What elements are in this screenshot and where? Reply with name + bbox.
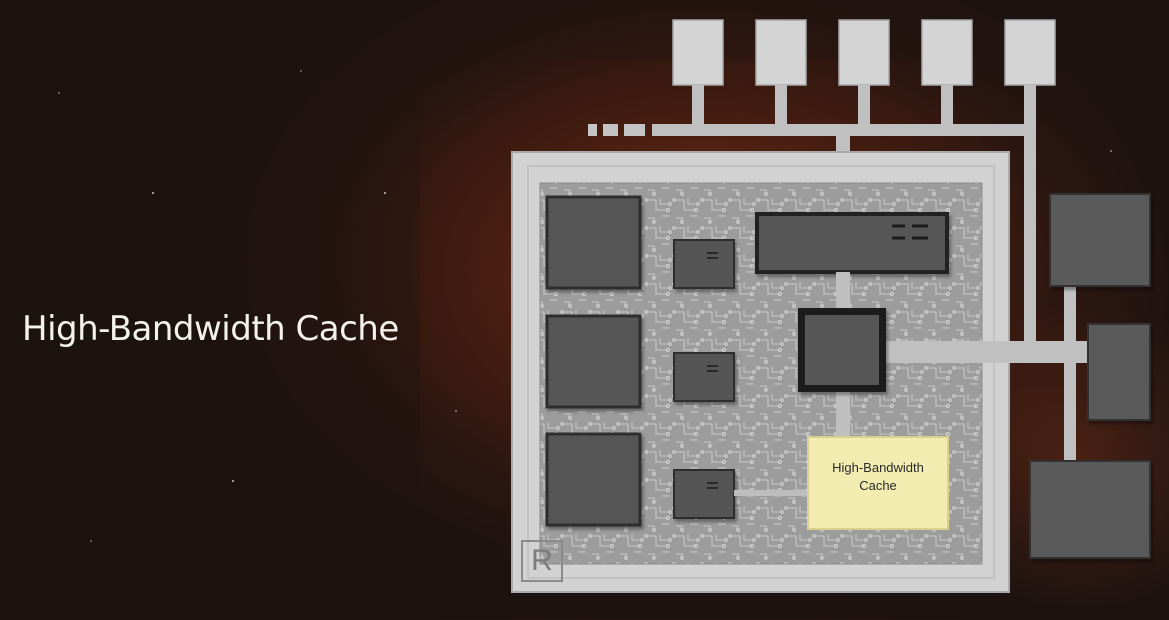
compute-units [545, 195, 642, 527]
external-block-upper [1049, 193, 1151, 287]
external-block-middle [1087, 323, 1151, 421]
controller-1 [673, 239, 735, 289]
high-bandwidth-cache-block [807, 436, 949, 530]
memory-block-1 [672, 19, 724, 86]
radeon-logo-mark: R [513, 532, 571, 590]
compute-unit-3 [545, 432, 642, 527]
cache-link [734, 490, 810, 496]
controller-2 [673, 352, 735, 402]
star [300, 70, 302, 72]
cache-label-line-2: Cache [859, 478, 897, 493]
cache-label-line-1: High-Bandwidth [832, 460, 924, 475]
star [58, 92, 60, 94]
slide-title: High-Bandwidth Cache [22, 309, 399, 349]
compute-unit-2 [545, 314, 642, 409]
external-block-lower [1029, 460, 1151, 559]
external-memory-top-row [672, 19, 1056, 86]
star [232, 480, 234, 482]
logo-letter: R [521, 540, 563, 582]
star [90, 540, 92, 542]
memory-block-5 [1004, 19, 1056, 86]
high-bandwidth-cache-label: High-Bandwidth Cache [808, 459, 948, 495]
memory-block-3 [838, 19, 890, 86]
star [455, 410, 457, 412]
external-memory-right [1029, 193, 1151, 559]
main-controller [755, 212, 949, 274]
memory-block-2 [755, 19, 807, 86]
bus-terminal-marks [588, 124, 645, 136]
small-controllers [673, 239, 735, 519]
controller-marks [707, 252, 718, 489]
memory-bus-right [882, 286, 1092, 466]
processor-core [798, 308, 886, 392]
controller-3 [673, 469, 735, 519]
star [1110, 150, 1112, 152]
star [152, 192, 154, 194]
memory-block-4 [921, 19, 973, 86]
star [384, 192, 386, 194]
compute-unit-1 [545, 195, 642, 290]
